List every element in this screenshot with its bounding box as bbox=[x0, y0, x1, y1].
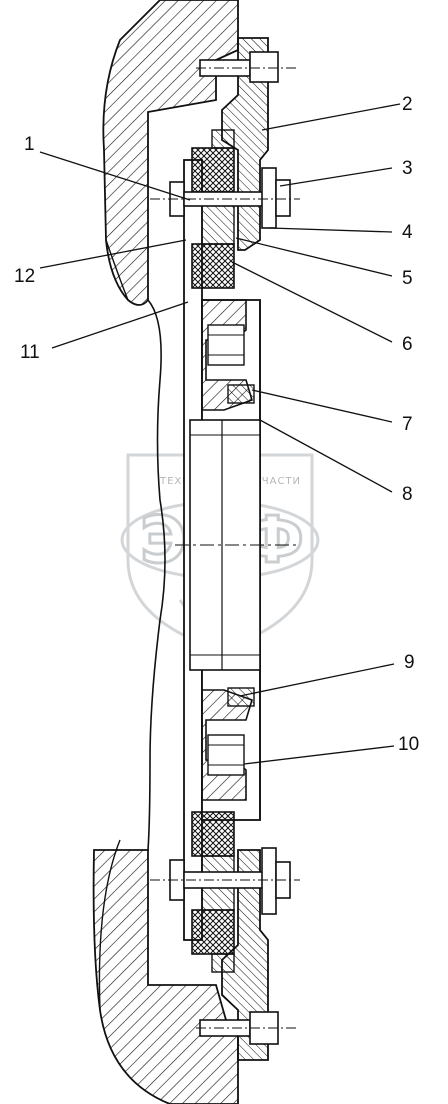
housing-outer-outline bbox=[98, 239, 129, 1011]
callout-12: 12 bbox=[14, 266, 35, 287]
mount-bolt-top bbox=[196, 51, 298, 83]
damper-spring-bottom bbox=[207, 734, 245, 776]
bolt-bottom bbox=[150, 847, 300, 915]
leader-lines bbox=[39, 103, 401, 765]
callout-11: 11 bbox=[20, 342, 40, 363]
callout-8: 8 bbox=[402, 484, 413, 505]
rivet-bottom bbox=[227, 687, 255, 707]
friction-lining-top-2 bbox=[191, 243, 235, 289]
callout-2: 2 bbox=[402, 94, 413, 115]
watermark-top-text-right: ЗАПЧАСТИ bbox=[238, 476, 301, 487]
callout-6: 6 bbox=[402, 334, 413, 355]
housing-outline bbox=[147, 299, 166, 851]
rivet-top bbox=[227, 384, 255, 404]
callout-10: 10 bbox=[398, 734, 419, 755]
callout-7: 7 bbox=[402, 414, 413, 435]
bolt-top bbox=[150, 167, 300, 229]
callout-5: 5 bbox=[402, 268, 413, 289]
friction-lining-bottom-2 bbox=[191, 909, 235, 955]
damper-spring-top bbox=[207, 324, 245, 366]
callout-3: 3 bbox=[402, 158, 413, 179]
friction-lining-bottom-1 bbox=[191, 811, 235, 857]
housing-bottom bbox=[92, 849, 239, 1104]
friction-lining-top-1 bbox=[191, 147, 235, 193]
callout-4: 4 bbox=[402, 222, 413, 243]
callout-1: 1 bbox=[24, 134, 35, 155]
callout-9: 9 bbox=[404, 652, 415, 673]
mount-bolt-bottom bbox=[196, 1011, 298, 1045]
